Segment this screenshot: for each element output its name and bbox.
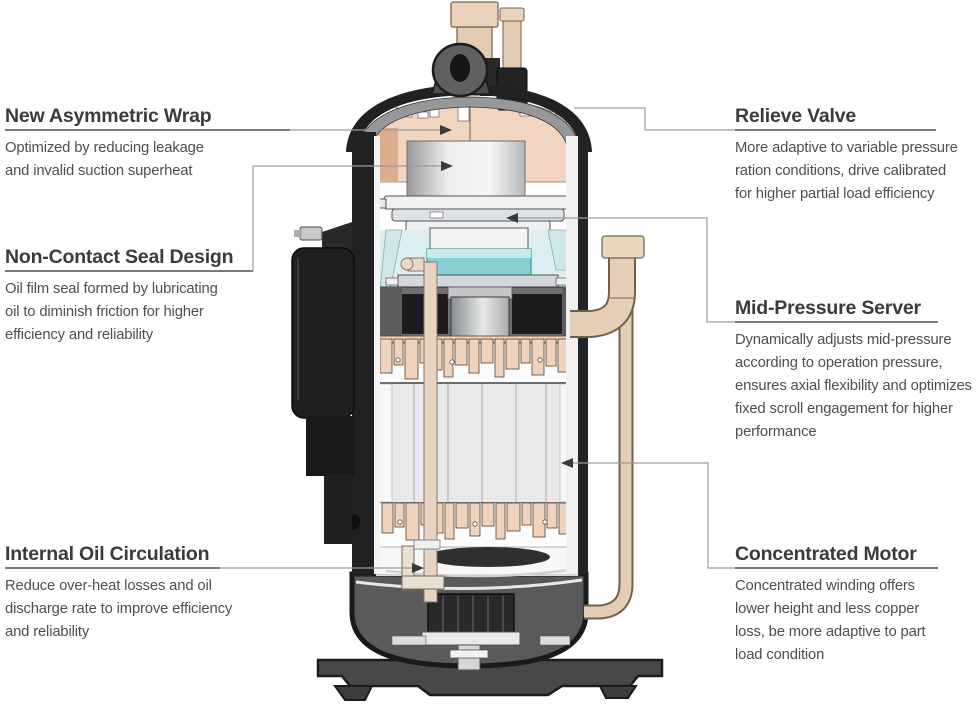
callout-title: Relieve Valve (735, 105, 856, 127)
compressor-interior (374, 96, 579, 603)
callout-description: Optimized by reducing leakage and invali… (5, 140, 204, 179)
callout-new-asymmetric-wrap: New Asymmetric Wrap Optimized by reducin… (5, 103, 255, 183)
arrow-concentrated-motor (561, 458, 573, 468)
seal-plate-stack (375, 195, 579, 233)
connector-lines (220, 107, 735, 569)
lifting-lug (430, 42, 492, 98)
callout-description: Dynamically adjusts mid-pressure accordi… (735, 332, 972, 440)
callout-title: Non-Contact Seal Design (5, 246, 234, 268)
callout-description: More adaptive to variable pressure ratio… (735, 140, 958, 202)
main-frame (377, 286, 577, 340)
callout-mid-pressure-server: Mid-Pressure Server Dynamically adjusts … (735, 295, 977, 444)
suction-pipe (570, 235, 645, 620)
leader-lines (5, 107, 938, 573)
callout-relieve-valve: Relieve Valve More adaptive to variable … (735, 103, 977, 206)
callout-description: Oil film seal formed by lubricating oil … (5, 281, 218, 343)
motor-windings-top (377, 335, 577, 383)
fixed-scroll-cylinder (406, 140, 526, 200)
callout-description: Reduce over-heat losses and oil discharg… (5, 578, 233, 640)
motor-windings-bottom (378, 502, 576, 545)
callout-description: Concentrated winding offers lower height… (735, 578, 926, 663)
oil-pump (427, 593, 515, 635)
callout-title: Concentrated Motor (735, 543, 917, 565)
callout-title: Mid-Pressure Server (735, 297, 921, 319)
arrow-mid-pressure (506, 213, 518, 223)
oil-sump (349, 571, 589, 671)
arrow-seal-design (441, 161, 453, 171)
callout-non-contact-seal: Non-Contact Seal Design Oil film seal fo… (5, 244, 255, 347)
callout-title: New Asymmetric Wrap (5, 105, 212, 127)
motor-stator (375, 382, 579, 504)
terminal-bolt (299, 226, 323, 241)
crankshaft (450, 296, 510, 340)
callout-internal-oil-circulation: Internal Oil Circulation Reduce over-hea… (5, 541, 255, 644)
arrow-oil-circulation (412, 563, 424, 573)
terminal-box (291, 222, 355, 544)
heading-underlines (5, 129, 938, 569)
arrow-asymmetric-wrap (440, 125, 452, 135)
arrowheads (412, 125, 573, 573)
mounting-base (316, 658, 664, 701)
oil-tube (400, 257, 445, 603)
callout-concentrated-motor: Concentrated Motor Concentrated winding … (735, 541, 977, 667)
callout-title: Internal Oil Circulation (5, 543, 210, 565)
